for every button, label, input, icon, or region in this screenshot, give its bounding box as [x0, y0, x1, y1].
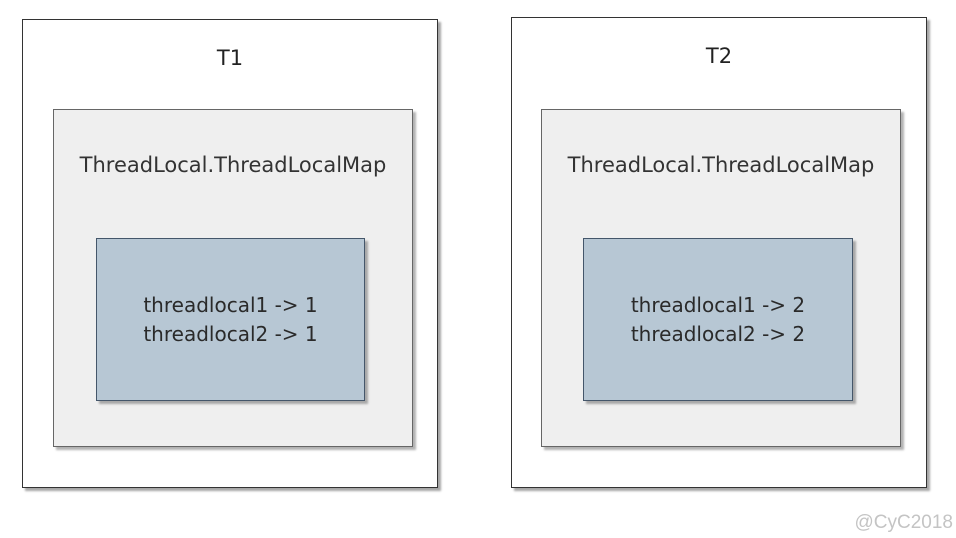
threadlocalmap-box: ThreadLocal.ThreadLocalMap threadlocal1 … [541, 109, 901, 447]
thread-box-t2: T2 ThreadLocal.ThreadLocalMap threadloca… [511, 17, 927, 488]
thread-title: T2 [705, 44, 733, 68]
map-entries-box: threadlocal1 -> 2 threadlocal2 -> 2 [583, 238, 853, 401]
threadlocalmap-label: ThreadLocal.ThreadLocalMap [567, 153, 875, 177]
watermark: @CyC2018 [854, 512, 954, 533]
map-entry: threadlocal1 -> 1 [143, 292, 318, 317]
map-entry: threadlocal1 -> 2 [630, 292, 806, 317]
map-entry: threadlocal2 -> 1 [143, 321, 318, 346]
threadlocalmap-box: ThreadLocal.ThreadLocalMap threadlocal1 … [53, 109, 413, 447]
thread-box-t1: T1 ThreadLocal.ThreadLocalMap threadloca… [22, 19, 438, 488]
map-entries-box: threadlocal1 -> 1 threadlocal2 -> 1 [96, 238, 365, 401]
map-entry: threadlocal2 -> 2 [630, 321, 806, 346]
threadlocalmap-label: ThreadLocal.ThreadLocalMap [79, 153, 387, 177]
thread-title: T1 [216, 46, 244, 70]
